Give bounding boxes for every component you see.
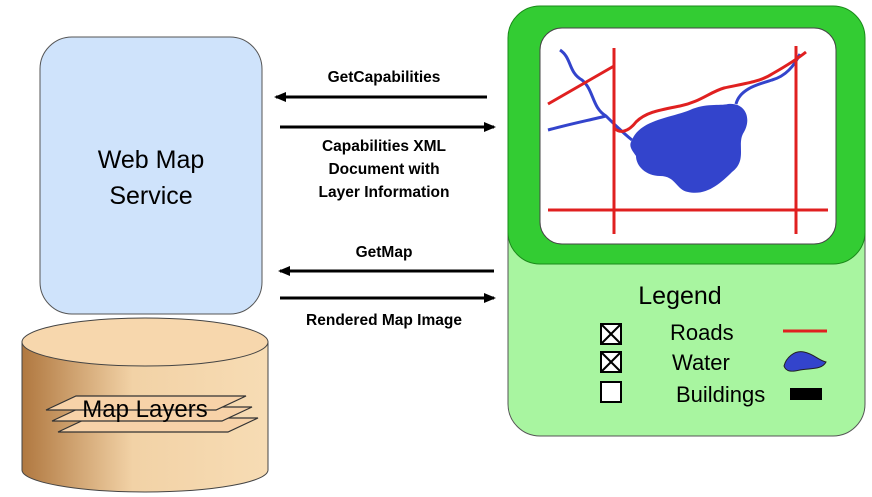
checkbox-buildings	[600, 381, 622, 403]
request-arrows	[274, 92, 496, 303]
map-drawing	[547, 46, 828, 234]
capabilities-xml-line1: Capabilities XML	[321, 138, 447, 155]
blue-blob-icon	[783, 351, 827, 372]
capabilities-xml-label: Capabilities XML Document with Layer Inf…	[276, 135, 492, 204]
road-lines	[547, 46, 828, 234]
client-panel	[507, 5, 866, 437]
get-capabilities-label: GetCapabilities	[327, 69, 441, 86]
get-map-label: GetMap	[355, 244, 413, 261]
web-map-service-line2: Service	[109, 182, 193, 210]
web-map-service-line1: Web Map	[97, 146, 205, 174]
web-map-service-label: Web Map Service	[40, 142, 262, 214]
rendered-map-label: Rendered Map Image	[306, 312, 462, 329]
layer-sheets-icon	[45, 395, 259, 433]
checkbox-water	[600, 351, 622, 373]
capabilities-xml-line2: Document with	[328, 161, 440, 178]
lake-shape	[630, 103, 748, 193]
legend-item-water: Water	[672, 350, 730, 375]
river-line	[559, 48, 633, 142]
capabilities-xml-line3: Layer Information	[318, 184, 450, 201]
legend-item-roads: Roads	[670, 320, 734, 345]
legend-symbols	[600, 323, 827, 403]
legend-item-buildings: Buildings	[676, 382, 766, 407]
legend-title: Legend	[638, 282, 722, 310]
checkbox-roads	[600, 323, 622, 345]
web-map-service-box	[39, 36, 263, 315]
black-rect-icon	[790, 388, 822, 400]
map-layers-label: Map Layers	[82, 396, 208, 423]
map-layers-database	[21, 317, 269, 493]
